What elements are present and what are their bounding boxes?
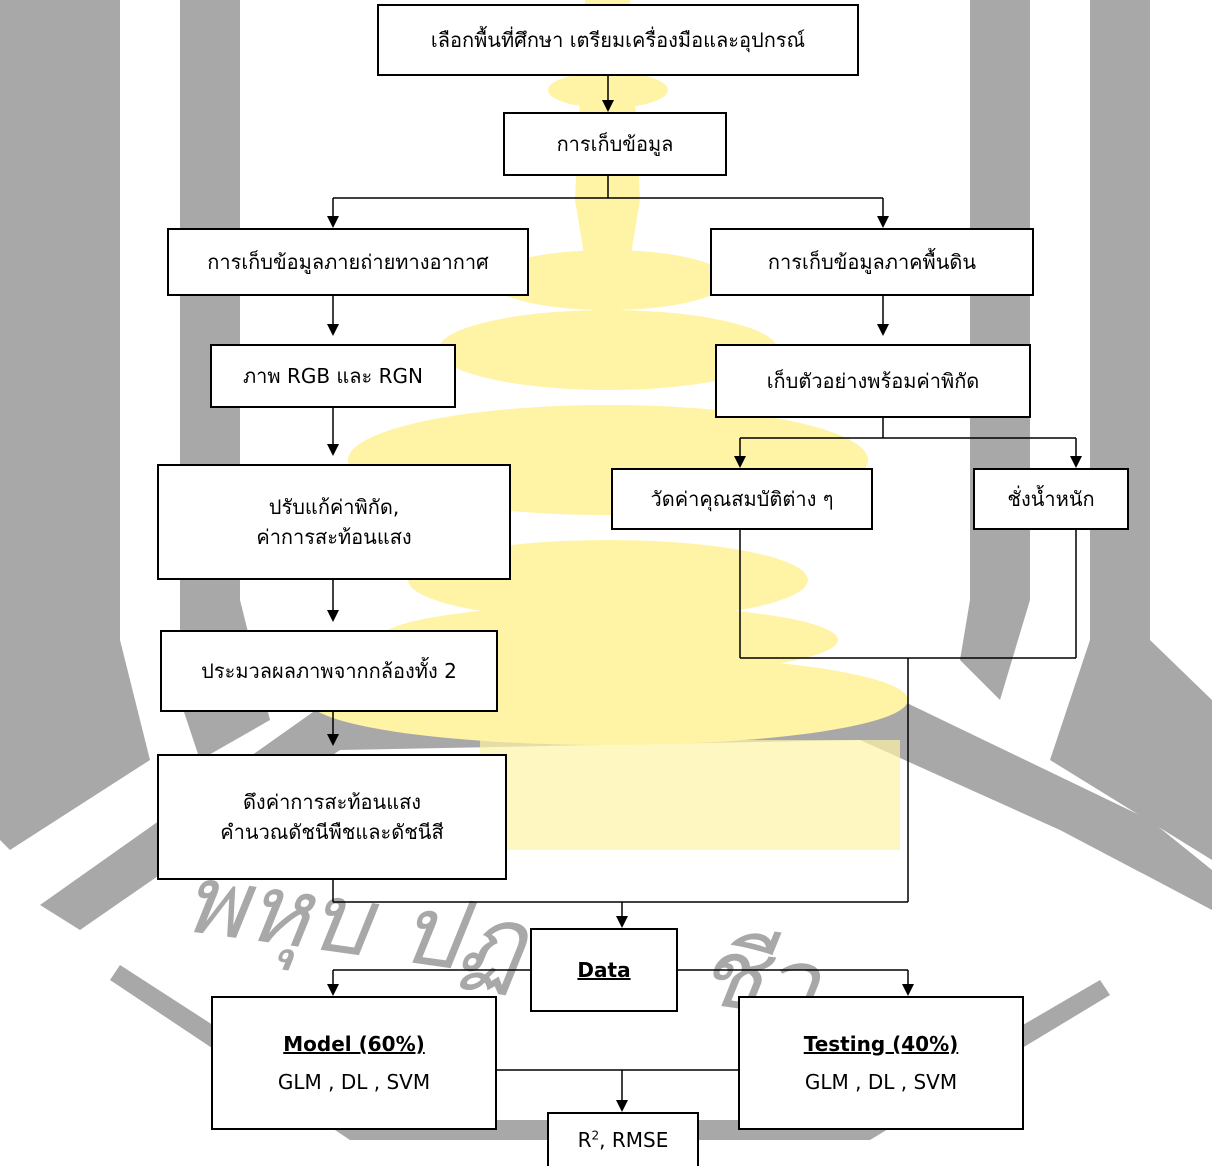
step-correct-coordinates: ปรับแก้ค่าพิกัด, ค่าการสะท้อนแสง bbox=[157, 464, 511, 580]
step-samples-coordinates: เก็บตัวอย่างพร้อมค่าพิกัด bbox=[715, 344, 1031, 418]
step-testing-methods: GLM , DL , SVM bbox=[804, 1070, 958, 1094]
step-model-title: Model (60%) bbox=[283, 1032, 425, 1056]
metrics-r: R bbox=[577, 1128, 592, 1152]
step-collect-data: การเก็บข้อมูล bbox=[503, 112, 727, 176]
step-testing-title: Testing (40%) bbox=[803, 1032, 959, 1056]
seal-frame-right bbox=[1050, 0, 1212, 860]
step-testing: Testing (40%) GLM , DL , SVM bbox=[738, 996, 1024, 1130]
tower-band-3 bbox=[438, 310, 778, 390]
step-extract-indices-line1: ดึงค่าการสะท้อนแสง bbox=[242, 790, 422, 814]
step-model-methods: GLM , DL , SVM bbox=[277, 1070, 431, 1094]
step-rgb-rgn-images: ภาพ RGB และ RGN bbox=[210, 344, 456, 408]
step-data: Data bbox=[530, 928, 678, 1012]
metrics-superscript: 2 bbox=[591, 1128, 600, 1143]
step-process-images: ประมวลผลภาพจากกล้องทั้ง 2 bbox=[160, 630, 498, 712]
seal-lower-band bbox=[40, 690, 1212, 930]
step-measure-properties-label: วัดค่าคุณสมบัติต่าง ๆ bbox=[650, 487, 834, 511]
step-weigh: ชั่งน้ำหนัก bbox=[973, 468, 1129, 530]
tower-base bbox=[480, 740, 900, 850]
seal-frame-left bbox=[0, 0, 150, 850]
step-metrics-label: R2, RMSE bbox=[578, 1125, 669, 1155]
step-extract-indices: ดึงค่าการสะท้อนแสง คำนวณดัชนีพืชและดัชนี… bbox=[157, 754, 507, 880]
metrics-rest: , RMSE bbox=[599, 1128, 669, 1152]
step-extract-indices-line2: คำนวณดัชนีพืชและดัชนีสี bbox=[220, 820, 444, 844]
step-aerial-collection: การเก็บข้อมูลภายถ่ายทางอากาศ bbox=[167, 228, 529, 296]
step-correct-coordinates-line1: ปรับแก้ค่าพิกัด, bbox=[268, 495, 400, 519]
step-aerial-collection-label: การเก็บข้อมูลภายถ่ายทางอากาศ bbox=[207, 250, 489, 274]
step-rgb-rgn-images-label: ภาพ RGB และ RGN bbox=[242, 364, 424, 388]
step-model: Model (60%) GLM , DL , SVM bbox=[211, 996, 497, 1130]
tower-band-2 bbox=[488, 250, 728, 310]
step-process-images-label: ประมวลผลภาพจากกล้องทั้ง 2 bbox=[201, 659, 457, 683]
step-select-site: เลือกพื้นที่ศึกษา เตรียมเครื่องมือและอุป… bbox=[377, 4, 859, 76]
step-collect-data-label: การเก็บข้อมูล bbox=[556, 132, 674, 156]
step-ground-collection-label: การเก็บข้อมูลภาคพื้นดิน bbox=[767, 250, 977, 274]
step-metrics: R2, RMSE bbox=[547, 1112, 699, 1166]
step-data-label: Data bbox=[577, 958, 631, 982]
step-correct-coordinates-line2: ค่าการสะท้อนแสง bbox=[256, 525, 412, 549]
step-samples-coordinates-label: เก็บตัวอย่างพร้อมค่าพิกัด bbox=[766, 369, 980, 393]
step-select-site-label: เลือกพื้นที่ศึกษา เตรียมเครื่องมือและอุป… bbox=[430, 28, 806, 52]
step-weigh-label: ชั่งน้ำหนัก bbox=[1007, 487, 1095, 511]
step-ground-collection: การเก็บข้อมูลภาคพื้นดิน bbox=[710, 228, 1034, 296]
step-measure-properties: วัดค่าคุณสมบัติต่าง ๆ bbox=[611, 468, 873, 530]
